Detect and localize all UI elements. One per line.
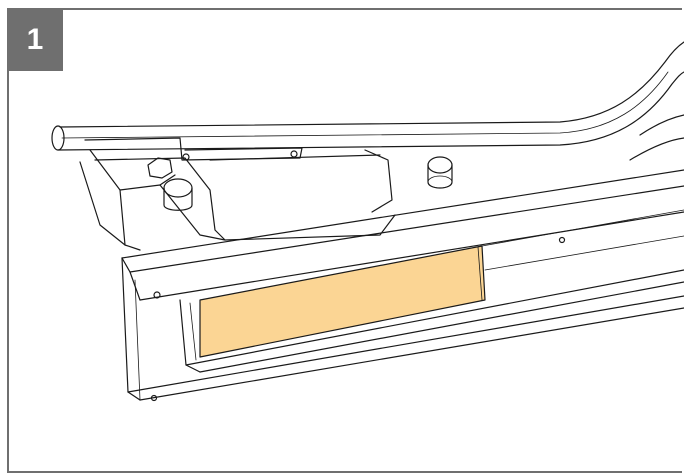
mounting-bracket [79,137,396,251]
handle-tube [51,41,684,161]
bolt-left [147,157,193,211]
step-number-badge: 1 [7,8,63,71]
main-channel-rail [121,209,684,402]
bolt-right [427,156,453,189]
step-frame [7,8,682,473]
highlighted-panel [199,245,486,358]
top-rail [121,169,684,301]
